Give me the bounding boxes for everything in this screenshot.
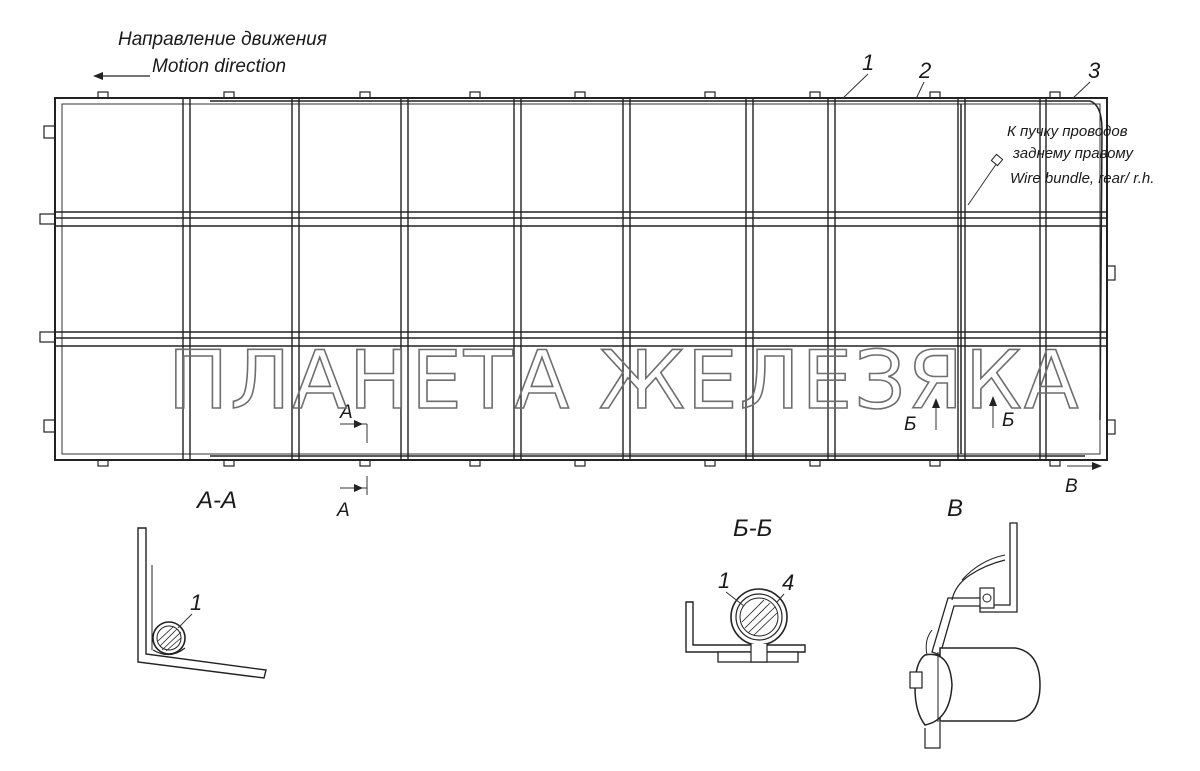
wire-note-line1: К пучку проводов <box>1007 123 1128 140</box>
section-bb-callout-1: 1 <box>718 568 730 593</box>
section-title-bb: Б-Б <box>733 515 772 542</box>
wire-connector-icon <box>967 153 1004 206</box>
section-b-mark-left: Б <box>904 414 916 435</box>
main-frame <box>39 91 1116 467</box>
direction-label-ru: Направление движения <box>118 29 327 50</box>
frame-inner-outline <box>61 103 1101 455</box>
view-v-mark-label: В <box>1065 476 1078 497</box>
frame-brackets <box>39 91 1116 467</box>
callout-1: 1 <box>862 50 874 75</box>
pipeline <box>210 100 1103 457</box>
direction-arrow-icon <box>93 72 150 80</box>
callout-1-leader <box>841 73 869 100</box>
section-bb-callout-4: 4 <box>782 570 794 595</box>
section-b-mark-right: Б <box>1002 410 1014 431</box>
section-aa-callout-1: 1 <box>190 590 202 615</box>
section-title-aa: А-А <box>195 487 237 514</box>
section-a-mark-top: А <box>339 402 353 423</box>
section-aa-detail <box>137 527 267 679</box>
view-v-mark: В <box>1065 462 1102 497</box>
watermark: ПЛАНЕТА ЖЕЛЕЗЯКА <box>168 334 1081 427</box>
section-bb-leader-1 <box>725 591 745 607</box>
callout-3-leader <box>1071 81 1091 100</box>
wire-note-line3: Wire bundle, rear/ r.h. <box>1010 170 1154 187</box>
section-aa-leader <box>177 613 193 629</box>
section-b-marks: Б Б <box>904 396 1014 435</box>
section-a-marks: А А <box>336 402 368 521</box>
section-a-mark-bottom: А <box>336 500 350 521</box>
wire-note-line2: заднему правому <box>1012 145 1135 162</box>
callout-3: 3 <box>1088 58 1101 83</box>
section-title-v: В <box>947 495 963 522</box>
cross-members <box>182 98 1047 460</box>
direction-label-en: Motion direction <box>152 56 286 77</box>
section-bb-detail <box>685 588 806 663</box>
longitudinal-beams <box>55 211 1107 347</box>
callout-2: 2 <box>918 58 931 83</box>
callout-2-leader <box>915 81 925 100</box>
view-v-detail <box>909 522 1041 749</box>
section-bb-leader-4 <box>776 593 785 603</box>
